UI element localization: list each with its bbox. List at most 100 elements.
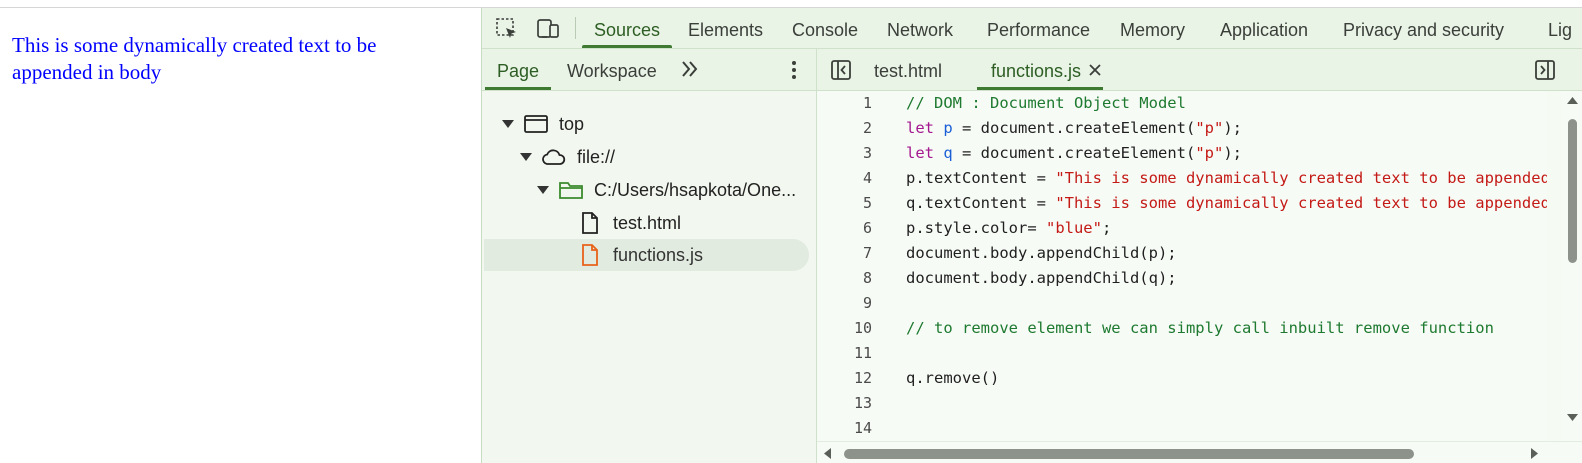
navigator-tab-page[interactable]: Page xyxy=(484,49,552,90)
page-paragraph: This is some dynamically created text to… xyxy=(12,33,377,84)
code-line[interactable]: 1 // DOM : Document Object Model xyxy=(817,91,1547,116)
tree-item-label: functions.js xyxy=(613,245,704,265)
line-number[interactable]: 9 xyxy=(862,294,872,312)
tab-memory[interactable]: Memory xyxy=(1120,20,1186,40)
tree-item-top[interactable]: top xyxy=(482,108,816,140)
code-text: // DOM : Document Object Model xyxy=(906,91,1186,116)
devtools-panel: Sources Elements Console Network Perform… xyxy=(481,8,1582,463)
navigator-tab-workspace[interactable]: Workspace xyxy=(567,61,657,81)
code-line[interactable]: 14 xyxy=(817,416,1547,441)
expand-caret-icon[interactable] xyxy=(537,186,549,194)
line-number[interactable]: 14 xyxy=(853,419,872,437)
editor-tabs: test.html functions.js xyxy=(817,49,1582,91)
code-token-str: "p" xyxy=(1195,119,1224,137)
code-line[interactable]: 7 document.body.appendChild(p); xyxy=(817,241,1547,266)
line-number[interactable]: 8 xyxy=(862,269,872,287)
horizontal-scroll-thumb[interactable] xyxy=(844,449,1414,459)
line-number[interactable]: 12 xyxy=(853,369,872,387)
line-number[interactable]: 2 xyxy=(862,119,872,137)
sources-navigator: Page Workspace top xyxy=(482,49,817,463)
code-token-var: q xyxy=(943,144,953,162)
line-number[interactable]: 3 xyxy=(862,144,872,162)
code-line[interactable]: 11 xyxy=(817,341,1547,366)
more-options-kebab-icon[interactable] xyxy=(784,58,804,82)
scroll-left-arrow-icon[interactable] xyxy=(822,447,832,460)
js-file-icon xyxy=(582,244,598,266)
code-token-str: "This is some dynamically created text t… xyxy=(1055,169,1547,187)
close-tab-icon[interactable] xyxy=(1087,62,1103,78)
toggle-navigator-icon[interactable] xyxy=(829,58,853,82)
more-tabs-chevron-icon[interactable] xyxy=(678,57,702,81)
scroll-up-arrow-icon[interactable] xyxy=(1566,95,1579,105)
navigator-tabs: Page Workspace xyxy=(482,49,816,91)
code-line[interactable]: 6 p.style.color= "blue"; xyxy=(817,216,1547,241)
tree-item-label: top xyxy=(559,114,585,134)
scroll-right-arrow-icon[interactable] xyxy=(1530,447,1540,460)
line-number[interactable]: 1 xyxy=(862,94,872,112)
code-token-str: "This is some dynamically created text t… xyxy=(1055,194,1547,212)
code-token-kw: let xyxy=(906,144,934,162)
code-text: q.textContent = "This is some dynamicall… xyxy=(906,191,1547,216)
code-text: p.style.color= "blue"; xyxy=(906,216,1111,241)
code-token-kw: let xyxy=(906,119,934,137)
code-text: // to remove element we can simply call … xyxy=(906,316,1494,341)
vertical-scroll-thumb[interactable] xyxy=(1568,119,1577,263)
line-number[interactable]: 7 xyxy=(862,244,872,262)
editor-tab-test-html[interactable]: test.html xyxy=(874,61,943,81)
code-line[interactable]: 5 q.textContent = "This is some dynamical… xyxy=(817,191,1547,216)
code-token-code: p.style.color= xyxy=(906,219,1046,237)
code-token-comment: // to remove element we can simply call … xyxy=(906,319,1494,337)
code-token-str: "p" xyxy=(1195,144,1224,162)
expand-caret-icon[interactable] xyxy=(502,120,514,128)
tab-privacy-and-security[interactable]: Privacy and security xyxy=(1343,20,1505,40)
code-token-code: document.body.appendChild(q); xyxy=(906,269,1177,287)
expand-caret-icon[interactable] xyxy=(520,153,532,161)
editor-tab-functions-js[interactable]: functions.js xyxy=(976,49,1104,90)
code-line[interactable]: 10 // to remove element we can simply cal… xyxy=(817,316,1547,341)
horizontal-scrollbar[interactable] xyxy=(817,441,1582,463)
tree-item-label: test.html xyxy=(613,213,682,233)
scroll-down-arrow-icon[interactable] xyxy=(1566,413,1579,423)
code-token-code: p.textContent = xyxy=(906,169,1056,187)
code-token-code: document.body.appendChild(p); xyxy=(906,244,1177,262)
tab-network[interactable]: Network xyxy=(887,20,954,40)
code-line[interactable]: 13 xyxy=(817,391,1547,416)
code-token-end: ; xyxy=(1101,219,1112,237)
line-number[interactable]: 11 xyxy=(853,344,872,362)
tab-application[interactable]: Application xyxy=(1220,20,1309,40)
line-number[interactable]: 10 xyxy=(853,319,872,337)
code-line[interactable]: 4 p.textContent = "This is some dynamical… xyxy=(817,166,1547,191)
tree-item-label: C:/Users/hsapkota/One... xyxy=(594,180,797,200)
tree-item-folder[interactable]: C:/Users/hsapkota/One... xyxy=(482,174,816,206)
device-toolbar-icon[interactable] xyxy=(535,16,561,42)
vertical-scrollbar[interactable] xyxy=(1561,91,1582,441)
code-line[interactable]: 8 document.body.appendChild(q); xyxy=(817,266,1547,291)
line-number[interactable]: 13 xyxy=(853,394,872,412)
toggle-debugger-sidebar-icon[interactable] xyxy=(1533,58,1557,82)
code-token-comment: // DOM : Document Object Model xyxy=(906,94,1186,112)
code-line[interactable]: 9 xyxy=(817,291,1547,316)
tree-item-test-html[interactable]: test.html xyxy=(482,207,816,239)
tree-item-file-origin[interactable]: file:// xyxy=(482,141,816,173)
line-number[interactable]: 6 xyxy=(862,219,872,237)
tab-performance[interactable]: Performance xyxy=(987,20,1091,40)
selected-row-highlight xyxy=(484,239,809,271)
tab-elements[interactable]: Elements xyxy=(688,20,764,40)
browser-top-edge xyxy=(0,0,1582,8)
line-number[interactable]: 4 xyxy=(862,169,872,187)
line-number[interactable]: 5 xyxy=(862,194,872,212)
tab-sources[interactable]: Sources xyxy=(581,8,673,48)
tab-console[interactable]: Console xyxy=(792,20,859,40)
tree-item-functions-js[interactable]: functions.js xyxy=(482,239,816,271)
code-text: document.body.appendChild(p); xyxy=(906,241,1177,266)
code-text: document.body.appendChild(q); xyxy=(906,266,1177,291)
code-token-str: "blue" xyxy=(1045,219,1102,237)
code-token-var: p xyxy=(943,119,953,137)
inspect-element-icon[interactable] xyxy=(494,16,520,42)
tab-lighthouse-truncated[interactable]: Lig xyxy=(1548,20,1573,40)
